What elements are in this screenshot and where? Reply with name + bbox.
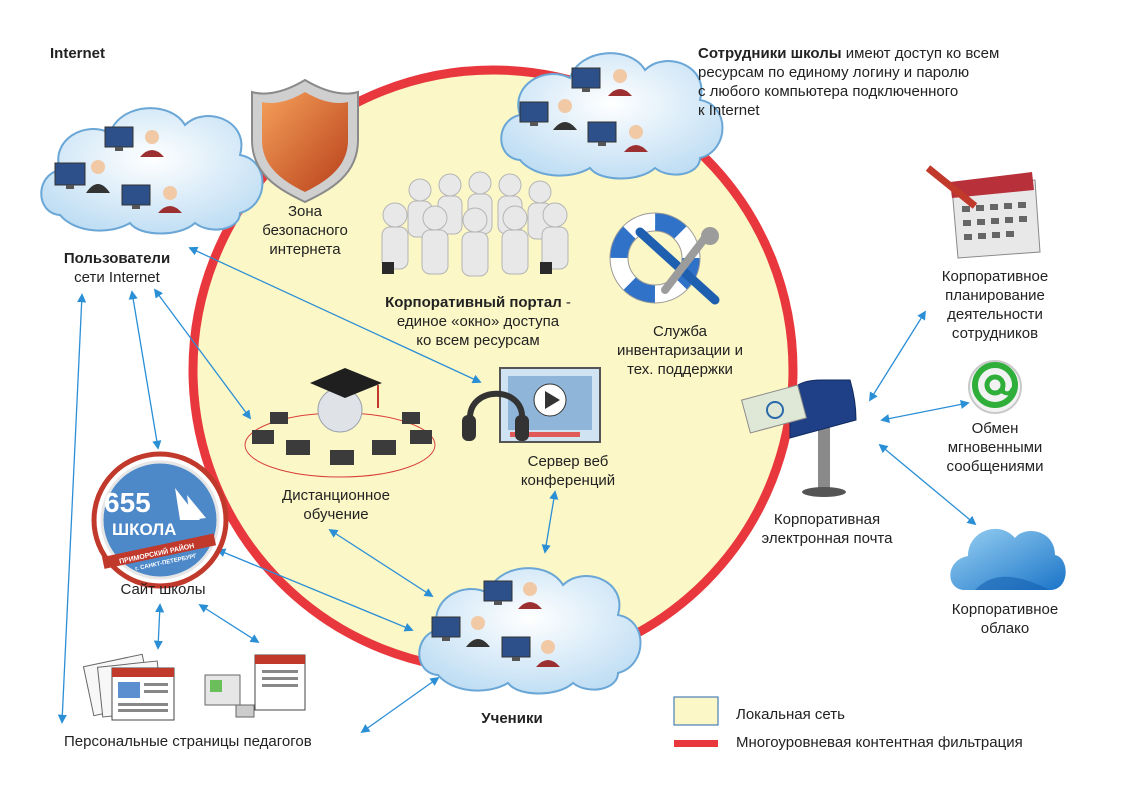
connection-arrows — [57, 246, 977, 734]
cloud-line1: Корпоративное — [951, 601, 1059, 618]
web-conference-icon — [462, 367, 601, 443]
staff-group-icon — [519, 67, 648, 152]
arrow-site-pages — [198, 604, 260, 643]
teacher-pages-icon — [82, 653, 175, 721]
support-line1: Служба — [652, 323, 708, 340]
portal-dash: - — [561, 294, 571, 311]
school-logo-word: ШКОЛА — [112, 520, 176, 539]
im-line3: сообщениями — [946, 458, 1044, 475]
planning-line1: Корпоративное — [941, 268, 1049, 285]
students-group-icon — [431, 580, 560, 667]
safe-zone-line2: безопасного — [262, 222, 348, 239]
users-cloud — [40, 107, 264, 235]
arrow-users-site — [128, 290, 162, 450]
support-line2: инвентаризации и — [617, 342, 743, 359]
staff-note-bold: Сотрудники школы — [698, 45, 842, 62]
planning-line2: планирование — [945, 287, 1045, 304]
school-logo-number: 655 — [104, 487, 151, 518]
webconf-line1: Сервер веб — [527, 453, 609, 470]
legend — [673, 696, 719, 747]
legend-local-swatch — [673, 696, 719, 726]
users-group-icon — [54, 126, 182, 213]
students-label: Ученики — [481, 710, 543, 727]
im-line1: Обмен — [971, 420, 1019, 437]
school-pages-icon — [204, 654, 306, 718]
arrow-users-teachers — [57, 293, 87, 724]
arrow-users-webconf — [188, 246, 482, 384]
distance-line2: обучение — [303, 506, 369, 523]
safe-zone-line1: Зона — [287, 203, 323, 220]
users-title: Пользователи — [63, 250, 171, 267]
arrow-users-distance — [153, 288, 252, 420]
team-people-icon — [381, 171, 569, 277]
users-subtitle: сети Internet — [74, 269, 160, 286]
distance-learning-icon — [244, 368, 436, 478]
staff-note-line3: с любого компьютера подключенного — [698, 83, 959, 100]
legend-filter-label: Многоуровневая контентная фильтрация — [736, 734, 1023, 751]
portal-bold: Корпоративный портал — [385, 294, 562, 311]
students-cloud — [418, 567, 642, 695]
arrow-distance-students — [328, 529, 434, 597]
internet-label: Internet — [50, 45, 106, 62]
arrow-mail-im — [880, 399, 970, 424]
legend-local-label: Локальная сеть — [736, 706, 845, 723]
staff-note-line2: ресурсам по единому логину и паролю — [698, 64, 970, 81]
portal-line2: единое «окно» доступа — [396, 313, 560, 330]
shield-icon — [251, 78, 359, 204]
portal-line3: ко всем ресурсам — [416, 332, 540, 349]
portal-title: Корпоративный портал - — [362, 293, 594, 312]
arrow-site-teachers — [153, 603, 165, 650]
mailbox-icon — [740, 379, 857, 497]
planning-line3: деятельности — [947, 306, 1043, 323]
arrow-students-teachers — [360, 676, 440, 734]
support-line3: тех. поддержки — [627, 361, 733, 378]
legend-filter-swatch — [674, 740, 718, 747]
support-lifebuoy-icon — [609, 212, 720, 305]
arrow-webconf-students — [541, 490, 559, 554]
calendar-icon — [925, 165, 1041, 259]
arrow-mail-cloud — [878, 443, 977, 526]
arrow-mail-planning — [869, 310, 926, 402]
teacher-pages-label: Персональные страницы педагогов — [64, 733, 312, 750]
webconf-line2: конференций — [520, 472, 616, 489]
corporate-cloud-icon — [950, 528, 1066, 590]
staff-note-line4: к Internet — [698, 102, 760, 119]
staff-note: Сотрудники школы имеют доступ ко всем — [698, 44, 999, 63]
staff-note-line1: имеют доступ ко всем — [845, 45, 1000, 62]
planning-line4: сотрудников — [951, 325, 1039, 342]
staff-cloud — [500, 52, 724, 180]
im-line2: мгновенными — [947, 439, 1043, 456]
mail-line2: электронная почта — [761, 530, 893, 547]
team-briefcases — [382, 262, 552, 274]
cloud-line2: облако — [980, 620, 1030, 637]
mail-line1: Корпоративная — [773, 511, 881, 528]
distance-line1: Дистанционное — [282, 487, 390, 504]
arrow-site-students — [216, 548, 414, 632]
school-site-label: Сайт школы — [120, 581, 206, 598]
safe-zone-line3: интернета — [269, 241, 341, 258]
im-at-icon — [968, 360, 1022, 414]
school-logo — [91, 451, 229, 589]
